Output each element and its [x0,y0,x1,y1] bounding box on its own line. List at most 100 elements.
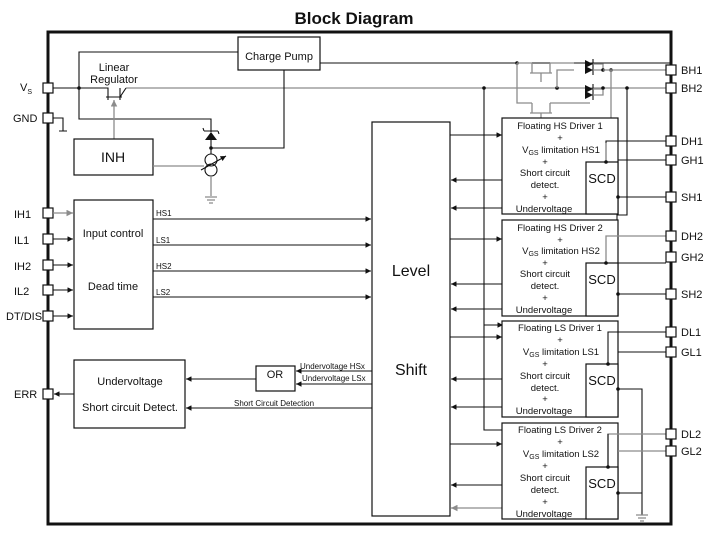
vs-pin[interactable] [42,82,54,94]
pin-sh1[interactable] [665,191,677,203]
gnd-pin[interactable] [42,112,54,124]
shift-label: Shift [395,362,428,379]
signal-label-uv-ls: Undervoltage LSx [302,374,366,383]
svg-text:Short circuit: Short circuit [520,168,571,179]
pin-il1[interactable] [42,233,54,245]
driver-ls2: Floating LS Driver 2 + VGS limitation LS… [501,422,619,520]
pin-dl2[interactable] [665,428,677,440]
bootstrap-circuit [515,59,666,220]
svg-text:+: + [542,359,548,370]
svg-text:Undervoltage: Undervoltage [516,406,573,417]
chip-outline [46,30,673,526]
pin-label-il2: IL2 [14,286,29,298]
pin-label-dh1: DH1 [681,136,703,148]
pin-label-dl1: DL1 [681,327,701,339]
inh-label: INH [101,149,125,165]
pin-gl2[interactable] [665,445,677,457]
pin-label-ih1: IH1 [14,209,31,221]
svg-text:+: + [542,192,548,203]
gnd-symbol-left [53,117,67,132]
diagram-title: Block Diagram [294,9,413,28]
dead-time-label: Dead time [88,281,138,293]
svg-text:VGS limitation HS2: VGS limitation HS2 [522,246,600,258]
svg-text:detect.: detect. [531,485,560,496]
pin-bh2[interactable] [665,82,677,94]
pin-label-bh1: BH1 [681,65,702,77]
driver-hs2: Floating HS Driver 2 + VGS limitation HS… [501,219,619,317]
gnd-pin-label: GND [13,113,38,125]
input-control-label: Input control [83,228,144,240]
ground-symbol-ls [636,514,648,522]
pin-label-gl2: GL2 [681,446,702,458]
svg-text:+: + [542,461,548,472]
svg-text:detect.: detect. [531,383,560,394]
pin-label-il1: IL1 [14,235,29,247]
pin-label-bh2: BH2 [681,83,702,95]
error-block-label-1: Undervoltage [97,376,162,388]
svg-text:VGS limitation LS2: VGS limitation LS2 [523,449,599,461]
driver-pins: DH1 GH1 SH1 DH2 GH2 SH2 DL1 GL1 DL2 GL2 [665,135,704,458]
svg-text:+: + [542,497,548,508]
charge-pump-label: Charge Pump [245,51,313,63]
pin-dh1[interactable] [665,135,677,147]
pin-label-sh2: SH2 [681,289,702,301]
svg-text:+: + [542,394,548,405]
pin-gh1[interactable] [665,154,677,166]
pin-label-dl2: DL2 [681,429,701,441]
svg-text:detect.: detect. [531,281,560,292]
svg-text:Floating HS Driver 1: Floating HS Driver 1 [517,121,603,132]
pin-label-sh1: SH1 [681,192,702,204]
pin-dh2[interactable] [665,230,677,242]
svg-text:VGS limitation HS1: VGS limitation HS1 [522,145,600,157]
signal-label-uv-hs: Undervoltage HSx [300,362,365,371]
err-pin[interactable] [42,388,54,400]
svg-text:Short circuit: Short circuit [520,473,571,484]
svg-text:Short circuit: Short circuit [520,371,571,382]
pin-dt-dis[interactable] [42,310,54,322]
linear-regulator-label-1: Linear [99,62,130,74]
svg-text:+: + [542,157,548,168]
svg-text:Undervoltage: Undervoltage [516,204,573,215]
svg-text:+: + [557,133,563,144]
current-source-icon [200,153,227,177]
pin-sh2[interactable] [665,288,677,300]
error-block-label-2: Short circuit Detect. [82,402,178,414]
input-control-block [73,199,154,330]
error-detect-block [73,359,186,429]
level-label: Level [392,263,430,280]
signal-label-scd: Short Circuit Detection [234,399,314,408]
svg-text:+: + [542,258,548,269]
signal-label-hs1: HS1 [156,209,172,218]
err-pin-label: ERR [14,389,37,401]
pin-gh2[interactable] [665,251,677,263]
pin-ih2[interactable] [42,259,54,271]
pin-dl1[interactable] [665,326,677,338]
signal-label-ls1: LS1 [156,236,171,245]
linear-regulator-transistor-icon [104,87,127,100]
pin-label-gh2: GH2 [681,252,704,264]
driver-hs1: Floating HS Driver 1 + VGS limitation HS… [501,117,619,215]
pin-gl1[interactable] [665,346,677,358]
input-control-outputs: HS1 LS1 HS2 LS2 [153,209,371,300]
ground-symbol [205,196,217,204]
svg-text:Undervoltage: Undervoltage [516,509,573,520]
scd-label: SCD [588,171,615,186]
driver-ls1: Floating LS Driver 1 + VGS limitation LS… [501,320,619,418]
pin-bh1[interactable] [665,64,677,76]
svg-text:SCD: SCD [588,476,615,491]
linear-regulator-label-2: Regulator [90,74,138,86]
charge-pump-block [237,36,321,71]
pin-label-dh2: DH2 [681,231,703,243]
svg-text:SCD: SCD [588,373,615,388]
vs-pin-label: VS [20,82,32,96]
svg-text:+: + [557,235,563,246]
svg-text:Short circuit: Short circuit [520,269,571,280]
level-shift-block [371,121,451,517]
inh-block [73,138,154,176]
signal-label-ls2: LS2 [156,288,171,297]
pin-il2[interactable] [42,284,54,296]
pin-label-gl1: GL1 [681,347,702,359]
svg-text:detect.: detect. [531,180,560,191]
level-shift-links [450,132,502,512]
pin-ih1[interactable] [42,207,54,219]
